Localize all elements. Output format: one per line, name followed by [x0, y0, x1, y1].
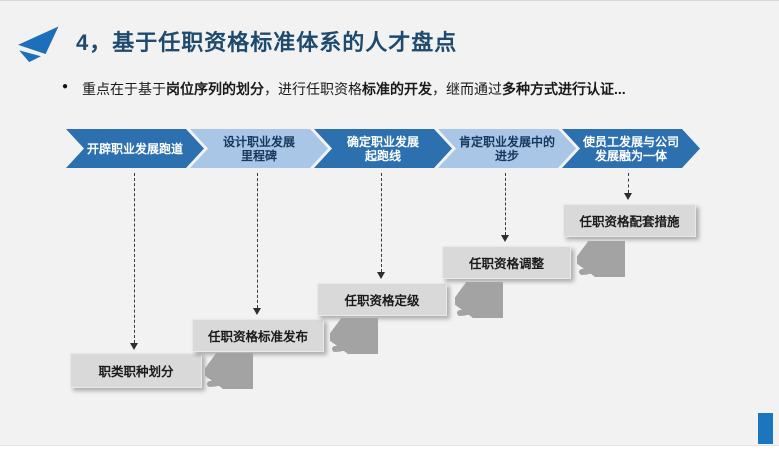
curved-up-arrow-icon — [205, 353, 253, 389]
chevron-label: 设计职业发展 — [222, 134, 295, 149]
chevron-label: 确定职业发展 — [346, 134, 419, 149]
step-box: 任职资格调整 — [442, 246, 571, 279]
bullet-text: 重点在于基于岗位序列的划分，进行任职资格标准的开发，继而通过多种方式进行认证..… — [82, 79, 762, 99]
curved-up-arrow-icon — [455, 282, 503, 318]
bullet-segment: 重点在于基于 — [82, 81, 166, 97]
bullet-icon: ● — [62, 81, 69, 92]
process-chevron-1: 开辟职业发展跑道 — [66, 129, 204, 168]
process-chevron-3: 确定职业发展 起跑线 — [314, 129, 452, 168]
curved-up-arrow-icon — [577, 241, 625, 277]
chevron-label: 进步 — [494, 148, 519, 163]
bullet-segment: ，进行任职资格 — [264, 81, 362, 97]
dashed-down-arrow-icon — [501, 173, 509, 242]
step-box: 任职资格标准发布 — [192, 319, 324, 352]
curved-up-arrow-icon — [330, 318, 378, 354]
step-box: 任职资格定级 — [317, 283, 447, 316]
dashed-down-arrow-icon — [377, 173, 385, 279]
bullet-segment: ，继而通过 — [432, 81, 502, 97]
slide-title: 4，基于任职资格标准体系的人才盘点 — [76, 30, 458, 55]
chevron-label: 开辟职业发展跑道 — [86, 141, 183, 156]
step-box: 任职资格配套措施 — [563, 204, 696, 237]
process-chevron-5: 使员工发展与公司 发展融为一体 — [562, 129, 700, 168]
bullet-segment: 标准的开发 — [362, 81, 432, 97]
dashed-down-arrow-icon — [624, 173, 632, 200]
chevron-label: 里程碑 — [240, 148, 277, 163]
accent-bar — [758, 413, 773, 444]
chevron-label: 起跑线 — [364, 148, 401, 163]
paper-plane-icon — [13, 23, 62, 64]
step-box: 职类职种划分 — [70, 353, 202, 388]
chevron-label: 发展融为一体 — [594, 148, 667, 163]
chevron-label: 使员工发展与公司 — [582, 134, 679, 149]
process-chevron-2: 设计职业发展 里程碑 — [190, 129, 328, 168]
process-chevron-4: 肯定职业发展中的 进步 — [438, 129, 576, 168]
dashed-down-arrow-icon — [253, 173, 261, 315]
chevron-label: 肯定职业发展中的 — [458, 134, 555, 149]
bullet-segment: 多种方式进行认证... — [502, 81, 626, 97]
dashed-down-arrow-icon — [130, 173, 138, 350]
bullet-segment: 岗位序列的划分 — [166, 81, 264, 97]
bullet-line: ● 重点在于基于岗位序列的划分，进行任职资格标准的开发，继而通过多种方式进行认证… — [62, 79, 762, 99]
